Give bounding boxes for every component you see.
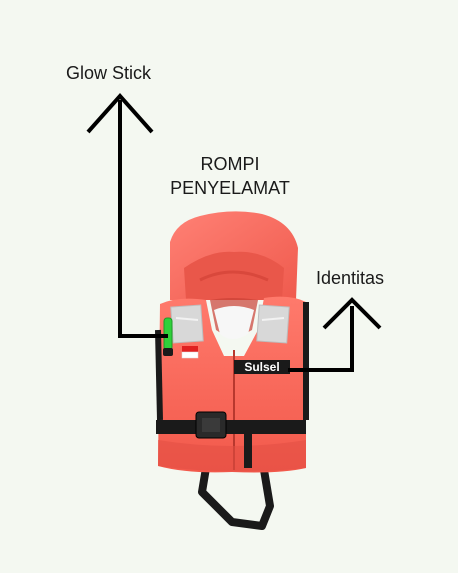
crotch-strap <box>202 468 270 526</box>
strap-text: Sulsel <box>244 360 279 374</box>
identity-label: Identitas <box>316 267 384 289</box>
identity-strap: Sulsel <box>234 360 290 374</box>
indonesia-flag <box>182 346 198 358</box>
vest-hood <box>170 211 298 300</box>
glow-stick-arrow <box>88 96 168 336</box>
title-line-1: ROMPI <box>120 152 340 176</box>
title-line-2: PENYELAMAT <box>120 176 340 200</box>
diagram-title: ROMPI PENYELAMAT <box>120 152 340 200</box>
glow-stick-label: Glow Stick <box>66 62 151 84</box>
